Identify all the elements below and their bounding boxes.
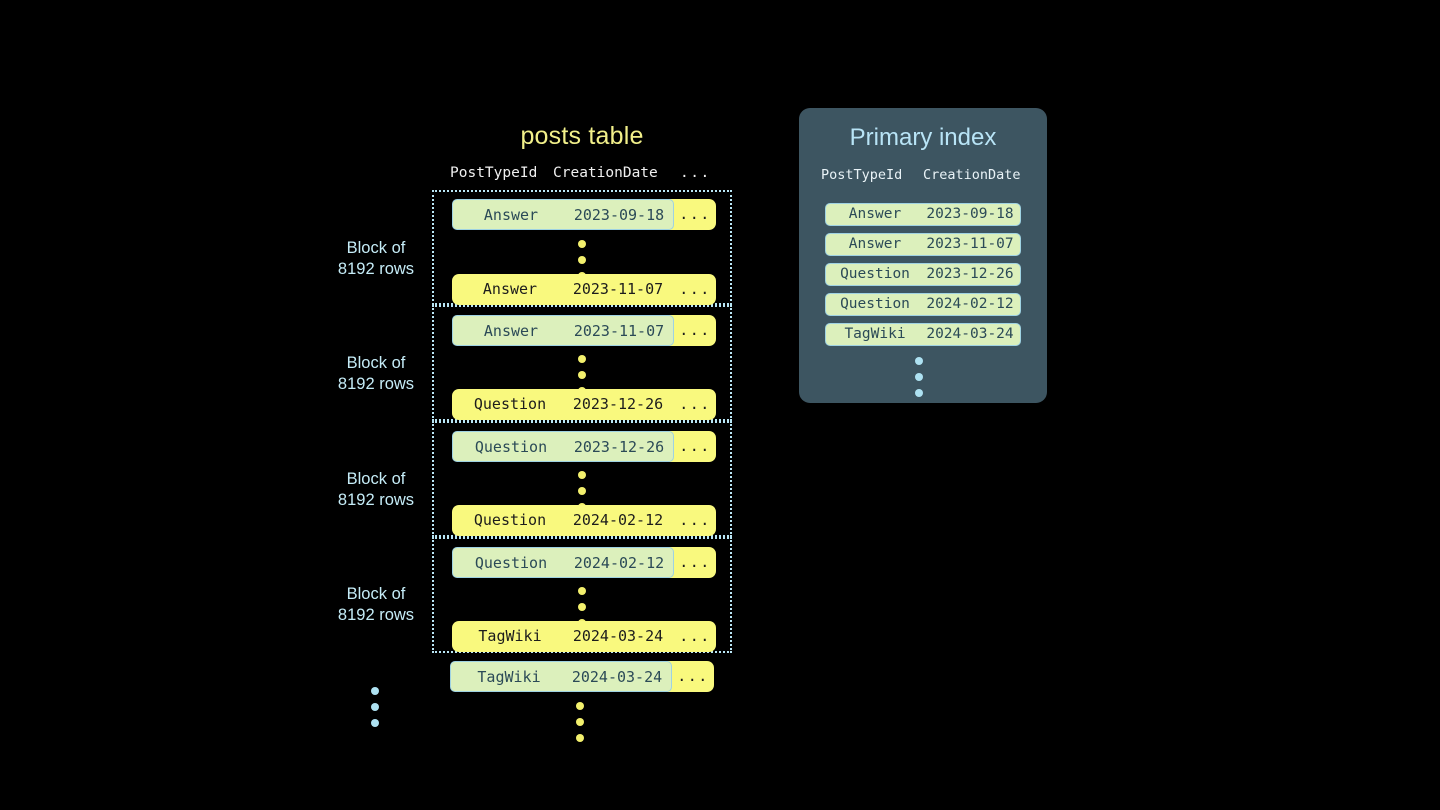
column-header-more: ... — [680, 165, 711, 181]
cell-posttypeid: Question — [473, 511, 547, 529]
block-label-1: Block of 8192 rows — [301, 238, 451, 280]
cell-more: ... — [679, 511, 711, 529]
row-key-chip: Answer 2023-09-18 — [452, 199, 674, 230]
cell-posttypeid: Question — [474, 438, 548, 456]
cell-creationdate: 2023-09-18 — [573, 206, 665, 224]
cell-more: ... — [679, 280, 711, 298]
index-row[interactable]: Answer 2023-09-18 — [825, 203, 1021, 226]
table-row[interactable]: Answer 2023-11-07 ... — [452, 315, 716, 346]
cell-posttypeid: Answer — [848, 206, 902, 222]
cell-more: ... — [679, 627, 711, 645]
cell-creationdate: 2023-11-07 — [573, 322, 665, 340]
table-row[interactable]: Question 2024-02-12 ... — [452, 505, 716, 536]
row-key-chip: Question 2024-02-12 — [452, 547, 674, 578]
cell-posttypeid: Question — [840, 296, 910, 312]
block-label-line1: Block of — [346, 470, 406, 488]
row-key-chip: Question 2023-12-26 — [452, 431, 674, 462]
table-ellipsis-dots — [576, 702, 588, 750]
cell-creationdate: 2023-12-26 — [572, 395, 664, 413]
posts-table-section: posts table PostTypeId CreationDate ... … — [301, 122, 732, 750]
cell-creationdate: 2023-12-26 — [573, 438, 665, 456]
column-header-creationdate: CreationDate — [553, 165, 658, 181]
cell-more: ... — [679, 205, 711, 223]
row-key-chip: Answer 2023-11-07 — [452, 315, 674, 346]
cell-more: ... — [679, 395, 711, 413]
column-header-posttypeid: PostTypeId — [450, 165, 538, 181]
block-label-line1: Block of — [346, 354, 406, 372]
posts-table-title: posts table — [520, 122, 644, 150]
row-key-chip: TagWiki 2024-03-24 — [450, 661, 672, 692]
block-label-line2: 8192 rows — [337, 606, 415, 624]
cell-creationdate: 2023-11-07 — [926, 236, 1014, 252]
cell-creationdate: 2023-09-18 — [926, 206, 1014, 222]
cell-creationdate: 2024-03-24 — [571, 668, 663, 686]
cell-more: ... — [677, 667, 709, 685]
cell-posttypeid: Answer — [848, 236, 902, 252]
block-label-line2: 8192 rows — [337, 491, 415, 509]
primary-index-panel: Primary index PostTypeId CreationDate An… — [799, 108, 1047, 403]
index-row[interactable]: TagWiki 2024-03-24 — [825, 323, 1021, 346]
block-1: Answer 2023-09-18 ... Answer 2023-11-07 … — [432, 190, 732, 305]
block-2: Answer 2023-11-07 ... Question 2023-12-2… — [432, 305, 732, 421]
block-label-line1: Block of — [346, 239, 406, 257]
cell-posttypeid: Question — [840, 266, 910, 282]
index-row[interactable]: Question 2023-12-26 — [825, 263, 1021, 286]
index-row[interactable]: Answer 2023-11-07 — [825, 233, 1021, 256]
block-label-4: Block of 8192 rows — [301, 584, 451, 626]
cell-more: ... — [679, 437, 711, 455]
cell-more: ... — [679, 553, 711, 571]
column-header-posttypeid: PostTypeId — [821, 167, 903, 183]
row-key-chip: TagWiki 2024-03-24 — [452, 621, 674, 652]
cell-creationdate: 2024-03-24 — [926, 326, 1014, 342]
cell-posttypeid: Answer — [483, 322, 539, 340]
index-ellipsis-dots — [915, 357, 927, 405]
cell-more: ... — [679, 321, 711, 339]
cell-posttypeid: TagWiki — [844, 326, 906, 342]
block-label-line2: 8192 rows — [337, 375, 415, 393]
cell-creationdate: 2023-11-07 — [572, 280, 664, 298]
column-header-creationdate: CreationDate — [923, 167, 1021, 183]
cell-creationdate: 2023-12-26 — [926, 266, 1014, 282]
primary-index-title: Primary index — [849, 124, 997, 151]
cell-creationdate: 2024-03-24 — [572, 627, 664, 645]
table-row[interactable]: Question 2023-12-26 ... — [452, 431, 716, 462]
block-label-3: Block of 8192 rows — [301, 469, 451, 511]
cell-posttypeid: Answer — [483, 206, 539, 224]
cell-posttypeid: Question — [474, 554, 548, 572]
blocks-ellipsis-dots — [371, 687, 383, 735]
index-row[interactable]: Question 2024-02-12 — [825, 293, 1021, 316]
block-3: Question 2023-12-26 ... Question 2024-02… — [432, 421, 732, 537]
table-row[interactable]: Answer 2023-09-18 ... — [452, 199, 716, 230]
cell-creationdate: 2024-02-12 — [926, 296, 1014, 312]
block-label-2: Block of 8192 rows — [301, 353, 451, 395]
cell-creationdate: 2024-02-12 — [572, 511, 664, 529]
cell-posttypeid: TagWiki — [478, 627, 542, 645]
block-label-line2: 8192 rows — [337, 260, 415, 278]
row-key-chip: Answer 2023-11-07 — [452, 274, 674, 305]
table-row[interactable]: Question 2024-02-12 ... — [452, 547, 716, 578]
table-row[interactable]: TagWiki 2024-03-24 ... — [452, 621, 716, 652]
cell-posttypeid: TagWiki — [477, 668, 541, 686]
primary-index-column-headers: PostTypeId CreationDate — [799, 167, 1047, 189]
table-row[interactable]: Question 2023-12-26 ... — [452, 389, 716, 420]
posts-table-column-headers: PostTypeId CreationDate ... — [432, 165, 732, 187]
table-row-trailing[interactable]: TagWiki 2024-03-24 ... — [450, 661, 714, 692]
cell-posttypeid: Answer — [482, 280, 538, 298]
block-4: Question 2024-02-12 ... TagWiki 2024-03-… — [432, 537, 732, 653]
row-key-chip: Question 2023-12-26 — [452, 389, 674, 420]
cell-posttypeid: Question — [473, 395, 547, 413]
cell-creationdate: 2024-02-12 — [573, 554, 665, 572]
block-label-line1: Block of — [346, 585, 406, 603]
row-key-chip: Question 2024-02-12 — [452, 505, 674, 536]
table-row[interactable]: Answer 2023-11-07 ... — [452, 274, 716, 305]
